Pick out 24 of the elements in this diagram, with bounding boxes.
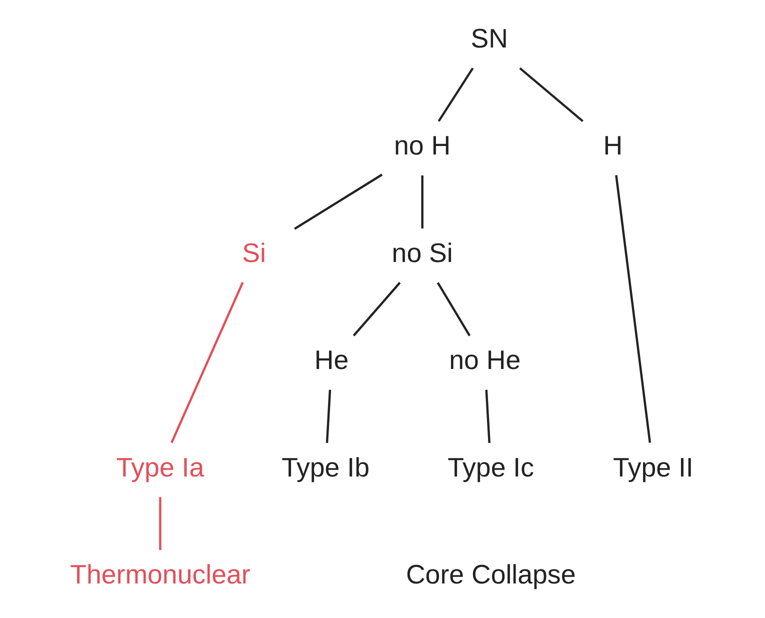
connector bbox=[352, 282, 401, 336]
connector bbox=[326, 390, 332, 443]
node-text: H bbox=[603, 130, 623, 161]
node-text: Type II bbox=[612, 452, 694, 482]
node-text: Thermonuclear bbox=[70, 560, 250, 590]
connector bbox=[170, 282, 244, 444]
connector bbox=[421, 175, 424, 228]
node-text: no H bbox=[394, 130, 451, 161]
node-text: SN bbox=[470, 23, 508, 54]
connector bbox=[615, 175, 652, 443]
connector bbox=[159, 497, 162, 550]
node-text: Type Ib bbox=[282, 452, 370, 482]
node-text: He bbox=[314, 345, 349, 376]
connector bbox=[436, 282, 471, 336]
node-text: Si bbox=[242, 238, 266, 268]
connector bbox=[438, 68, 474, 122]
label: Core Collapse bbox=[406, 560, 576, 590]
node-text: Type Ia bbox=[116, 452, 204, 482]
connector bbox=[519, 67, 584, 122]
node-text: Type Ic bbox=[448, 452, 534, 482]
connector bbox=[485, 390, 490, 443]
node-text: no Si bbox=[392, 238, 453, 268]
connector bbox=[294, 174, 383, 230]
node-text: no He bbox=[449, 345, 521, 376]
